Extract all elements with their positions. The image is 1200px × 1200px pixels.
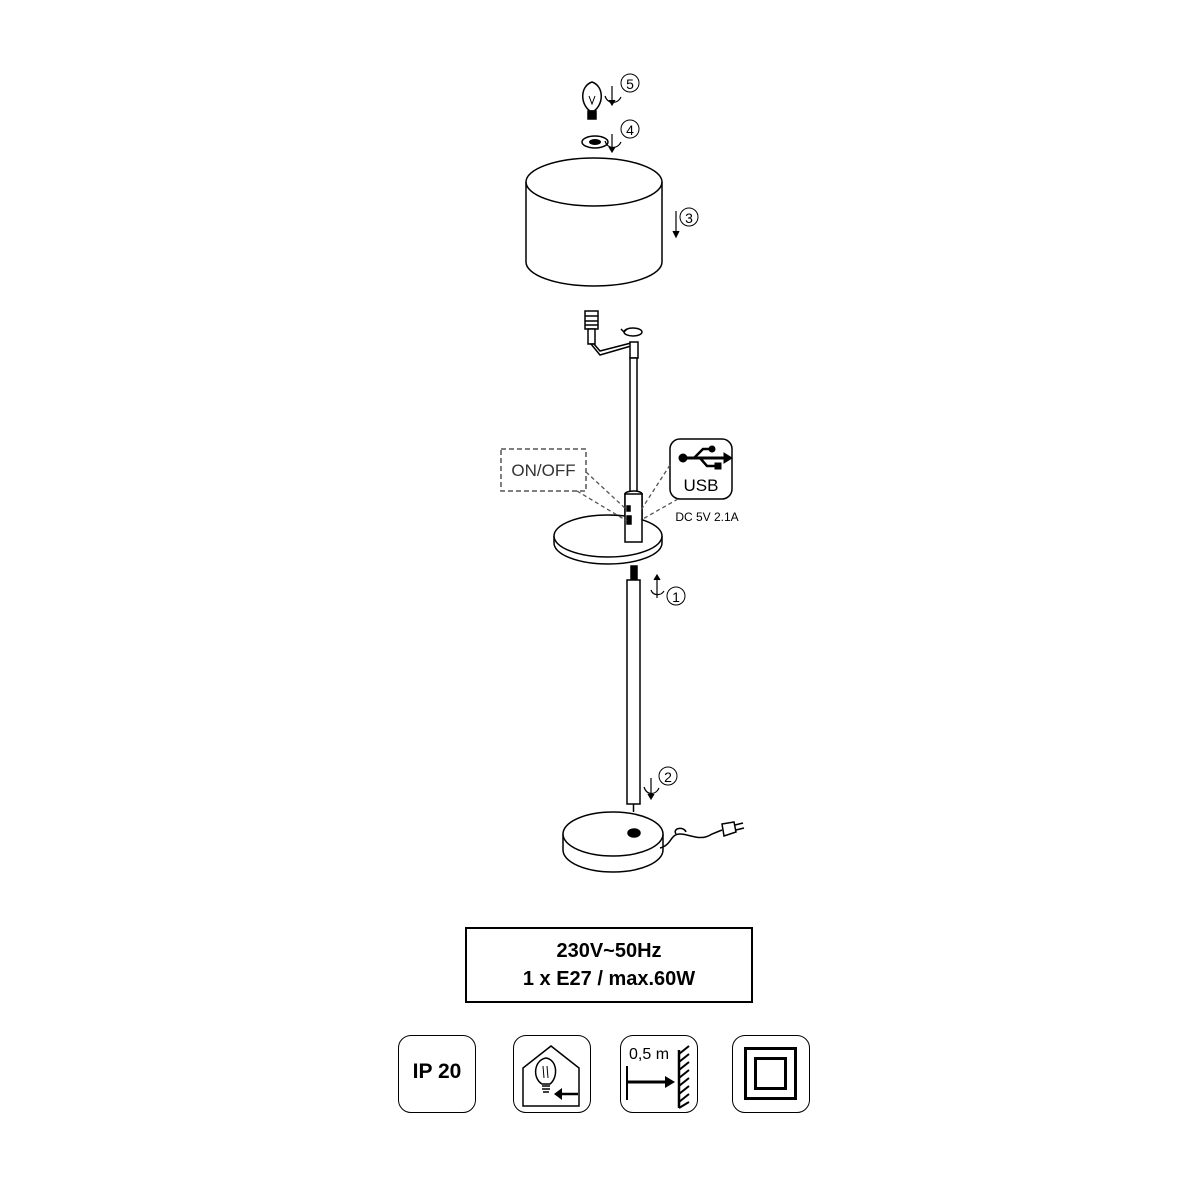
usb-spec: DC 5V 2.1A [675,510,738,524]
step-1-number: 1 [672,589,680,605]
bulb-icon [582,81,602,120]
inner-square [754,1057,787,1090]
ip-rating-icon: IP 20 [398,1035,476,1113]
step-5-circle [620,73,640,93]
lamp-shade [525,157,663,287]
shade-ring-icon [581,135,609,149]
usb-icon [678,445,733,470]
distance-label: 0,5 m [629,1046,670,1063]
step-4-arrow-icon [604,134,622,154]
indoor-use-icon [513,1035,591,1113]
bulb-spec: 1 x E27 / max.60W [522,968,696,990]
step-5-number: 5 [626,76,634,92]
electrical-spec-box: 230V~50Hz 1 x E27 / max.60W [465,927,753,1003]
step-1-circle [666,586,686,606]
usb-label: USB [684,476,719,495]
on-off-callout-box [500,448,587,492]
step-5-arrow-icon [604,86,622,107]
step-3-arrow-icon [672,211,680,239]
step-3-circle [679,207,699,227]
housing-front [624,493,643,543]
outer-square [744,1047,797,1100]
usb-callout-box [669,438,733,500]
step-3-number: 3 [685,210,693,226]
on-off-leader-lines [576,471,628,522]
step-2-arrow-icon [643,778,660,801]
rotate-joint-icon [620,327,643,337]
min-distance-icon: 0,5 m [620,1035,698,1113]
voltage-spec: 230V~50Hz [556,940,662,962]
step-1-arrow-icon [650,573,665,598]
on-off-label: ON/OFF [511,461,575,480]
lamp-holder [584,310,599,345]
power-cord-plug-icon [659,821,745,849]
usb-leader-lines [640,464,679,521]
upper-pole [629,357,638,495]
step-4-number: 4 [626,122,634,138]
lower-pole [626,565,641,812]
distance-arrow-wall-icon [626,1045,690,1109]
swing-arm [589,341,639,359]
step-2-circle [658,766,678,786]
lamp-base [562,811,664,873]
side-table-tray [553,514,663,565]
class-2-double-insulation-icon [732,1035,810,1113]
indoor-house-bulb-icon [522,1045,580,1107]
step-2-number: 2 [664,769,672,785]
ip-rating-label: IP 20 [412,1060,462,1083]
step-4-circle [620,119,640,139]
